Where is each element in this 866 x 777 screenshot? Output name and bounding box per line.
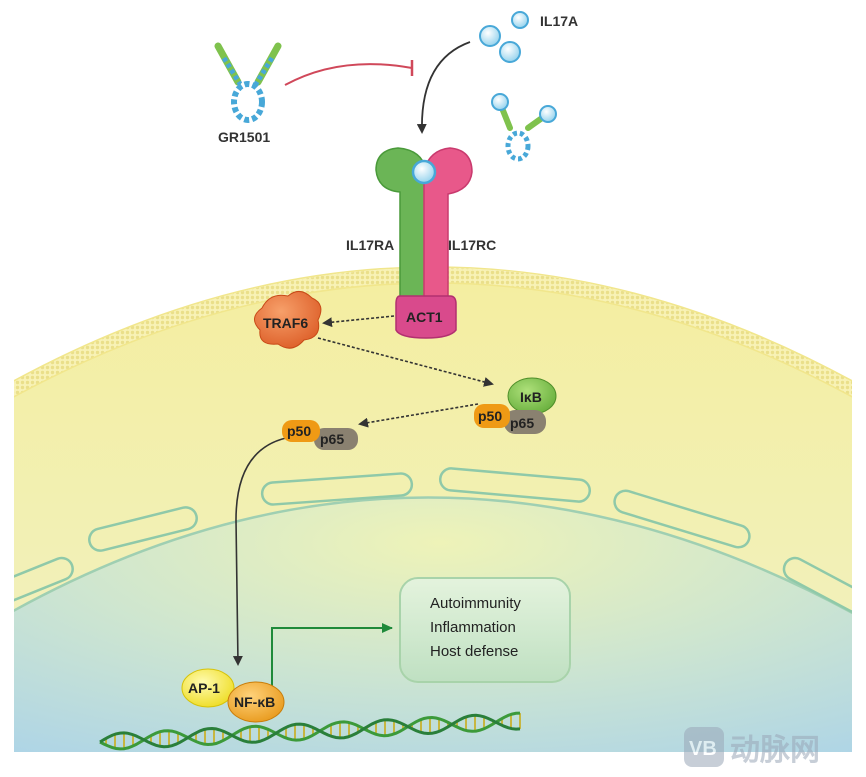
traf6-label: TRAF6: [263, 315, 308, 331]
bound-il17a: [411, 159, 437, 185]
ikb-label: IκB: [520, 389, 542, 405]
p50-bound-protein: [474, 404, 510, 428]
cell: [14, 266, 852, 752]
outcome-inflammation: Inflammation: [430, 619, 516, 636]
nfkb-factor: [227, 681, 285, 723]
dna-helix: [99, 711, 521, 751]
outcome-box: [399, 577, 571, 683]
act1-label: ACT1: [406, 309, 443, 325]
p65-bound-label: p65: [510, 415, 534, 431]
nuclear-envelope: [14, 496, 852, 615]
watermark-logo-badge: [684, 727, 724, 767]
ap1-factor: [181, 668, 235, 708]
nfkb-label: NF-κB: [234, 694, 275, 710]
ap1-label: AP-1: [188, 680, 220, 696]
p65-free-label: p65: [320, 431, 344, 447]
p65-free-protein: [314, 428, 358, 450]
outcome-host-defense: Host defense: [430, 643, 518, 660]
il17ra-label: IL17RA: [346, 237, 394, 253]
il17a-ligands: [479, 11, 529, 63]
p50-bound-label: p50: [478, 408, 502, 424]
watermark-text: 动脉网: [730, 733, 820, 768]
il17rc-label: IL17RC: [448, 237, 496, 253]
p50-free-protein: [282, 420, 320, 442]
p50-free-label: p50: [287, 423, 311, 439]
dna-strand-1: [99, 711, 521, 751]
watermark-logo: VB: [689, 738, 717, 760]
act1-to-traf6-arrow: [322, 315, 395, 328]
antibody-ligand-complex: [491, 93, 557, 162]
nfkb-to-nucleus-arrow: [232, 437, 287, 666]
transcription-arrow: [271, 623, 393, 690]
il17a-label: IL17A: [540, 13, 578, 29]
antibody-label: GR1501: [218, 129, 270, 145]
free-nfkb-dimer: [282, 420, 358, 450]
act1-adaptor: [395, 295, 457, 339]
ligand-to-receptor-arrow: [416, 41, 471, 134]
traf6-protein: [254, 291, 322, 349]
outcome-autoimmunity: Autoimmunity: [430, 595, 521, 612]
antibody-gr1501: [214, 42, 282, 123]
ikb-complex: [474, 377, 557, 434]
nuclear-pores: [14, 467, 852, 614]
receptor-complex: [375, 147, 473, 339]
dna-strand-2: [99, 713, 521, 749]
inhibition-line: [284, 63, 413, 86]
watermark: VB 动脉网: [684, 727, 820, 768]
p65-bound-protein: [504, 410, 546, 434]
